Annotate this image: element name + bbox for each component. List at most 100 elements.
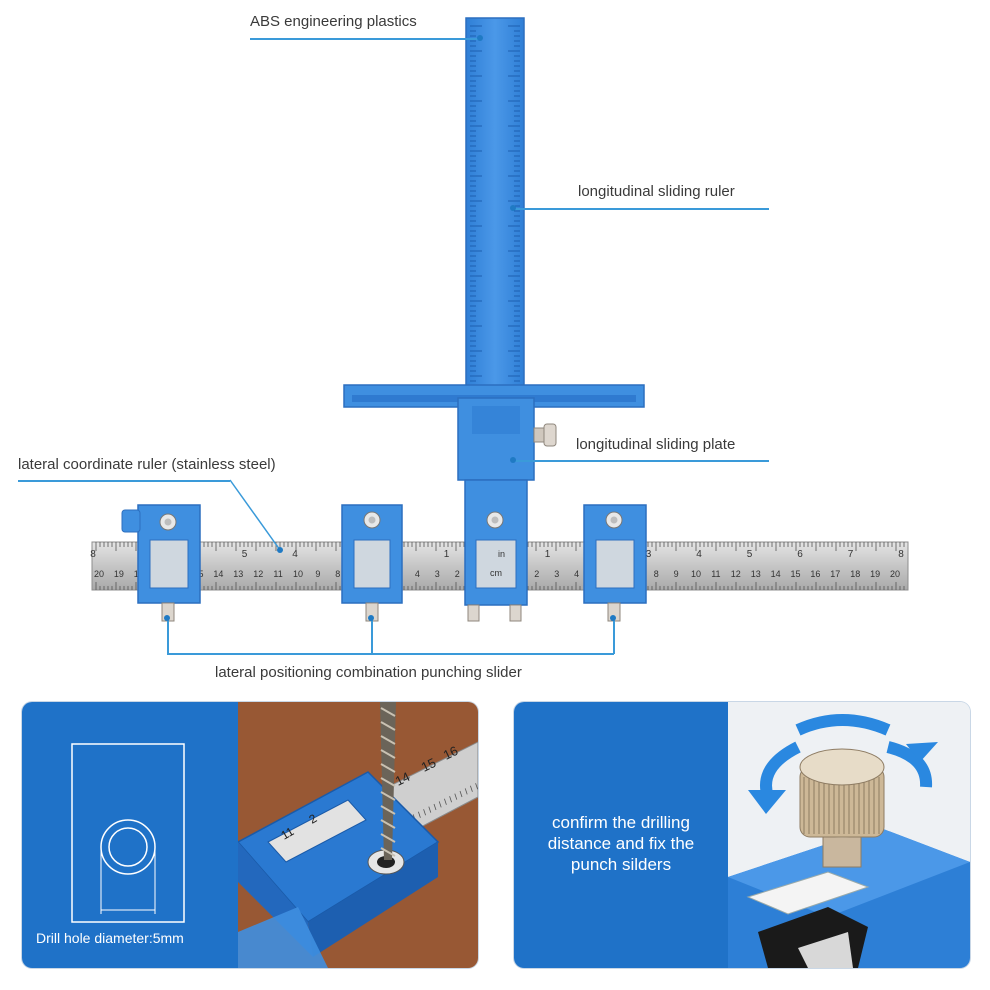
abs-callout-line	[250, 38, 480, 40]
lateral-cm-label-right: 19	[870, 569, 880, 579]
photo-tick	[470, 785, 473, 792]
lateral-cm-label-left: 4	[415, 569, 420, 579]
lateral-cm-label-right: 12	[731, 569, 741, 579]
photo-tick	[438, 801, 442, 808]
lateral-inch-label-left: 8	[90, 549, 96, 560]
photo-tick	[475, 783, 478, 790]
lateral-ruler-label: lateral coordinate ruler (stainless stee…	[18, 456, 276, 473]
photo-scale-16: 16	[441, 743, 461, 763]
thumb-screw-caption: confirm the drilling distance and fix th…	[514, 812, 728, 875]
rotate-right-arrow-icon	[886, 741, 933, 788]
photo-tick	[464, 788, 468, 795]
rotate-right-arrowhead-icon	[906, 742, 938, 762]
lateral-cm-label-left: 20	[94, 569, 104, 579]
lateral-cm-label-right: 15	[790, 569, 800, 579]
lateral-inch-label-right: 4	[696, 549, 702, 560]
drill-hole-panel-blue	[22, 702, 238, 968]
lateral-inch-label-right: 3	[646, 549, 652, 560]
rotate-left-arrowhead-icon	[748, 790, 786, 814]
drill-flute	[380, 791, 396, 801]
photo-tick	[444, 798, 447, 805]
caption-line-2: distance and fix the	[547, 834, 695, 853]
lateral-cm-label-right: 9	[674, 569, 679, 579]
longitudinal-ruler-callout-line	[513, 208, 769, 210]
drill-flute	[380, 819, 396, 829]
photo-scale-14: 14	[393, 769, 413, 789]
lateral-cm-label-right: 10	[691, 569, 701, 579]
lateral-cm-label-right: 13	[751, 569, 761, 579]
slider-dot-3	[610, 615, 616, 621]
tool-illustration: 2019181716151413121110987654321123456789…	[90, 17, 909, 622]
lateral-inch-label-right: 7	[848, 549, 854, 560]
lateral-inch-label-left: 4	[292, 549, 298, 560]
drill-flute	[380, 777, 396, 787]
drill-hole-caption: Drill hole diameter:5mm	[36, 930, 184, 946]
abs-callout-dot	[477, 35, 483, 41]
photo-tick	[418, 811, 421, 818]
lateral-cm-label-right: 16	[810, 569, 820, 579]
photo-tick	[433, 803, 437, 811]
photo-tick	[428, 806, 432, 813]
drill-photo: 16 15 14 13 2 11	[238, 702, 478, 968]
slider-bracket-left	[167, 618, 169, 654]
drill-flute	[380, 707, 396, 717]
drill-flute	[380, 749, 396, 759]
photo-tick	[459, 790, 463, 798]
lateral-ruler-callout-diagonal	[229, 479, 283, 553]
thumb-screw-photo	[728, 702, 970, 968]
lateral-cm-label-left: 8	[335, 569, 340, 579]
lateral-ruler-callout-line	[18, 480, 230, 482]
lateral-cm-label-left: 12	[253, 569, 263, 579]
caption-line-3: punch silders	[570, 855, 672, 874]
punching-slider-3	[583, 504, 647, 622]
lateral-inch-label-left: 1	[444, 549, 450, 560]
lateral-inch-label-right: 5	[747, 549, 753, 560]
caption-line-1: confirm the drilling	[552, 813, 690, 832]
lateral-cm-label-left: 14	[213, 569, 223, 579]
drill-flute	[380, 735, 396, 745]
lateral-cm-label-right: 2	[534, 569, 539, 579]
lateral-cm-label-left: 10	[293, 569, 303, 579]
lateral-cm-label-left: 11	[273, 569, 282, 579]
lateral-cm-label-right: 11	[711, 569, 720, 579]
longitudinal-ruler-label: longitudinal sliding ruler	[578, 183, 735, 200]
slider-bracket-bottom	[167, 653, 614, 655]
photo-tick	[423, 809, 426, 816]
slider-bracket-mid	[371, 618, 373, 654]
lateral-cm-label-right: 14	[771, 569, 781, 579]
lateral-cm-label-left: 19	[114, 569, 124, 579]
photo-scale-15: 15	[419, 755, 439, 775]
punching-slider-label: lateral positioning combination punching…	[215, 664, 522, 681]
thumb-screw-panel: confirm the drilling distance and fix th…	[514, 702, 970, 968]
lateral-cm-label-right: 4	[574, 569, 579, 579]
drill-flute	[380, 763, 396, 773]
photo-tick	[449, 796, 452, 803]
punching-slider-1	[121, 504, 201, 622]
center-slider	[464, 479, 528, 622]
drill-hole-panel: Drill hole diameter:5mm 16 15 14 13 2 11	[22, 702, 478, 968]
longitudinal-plate-callout-dot	[510, 457, 516, 463]
slider-bracket-right	[613, 618, 615, 654]
lateral-inch-label-right: 8	[898, 549, 904, 560]
unit-in-label: in	[498, 549, 505, 559]
lateral-inch-label-right: 1	[545, 549, 551, 560]
longitudinal-ruler-callout-dot	[510, 205, 516, 211]
lateral-cm-label-right: 17	[830, 569, 840, 579]
longitudinal-ruler-ticks	[470, 25, 520, 382]
slider-dot-2	[368, 615, 374, 621]
lateral-cm-label-left: 13	[233, 569, 243, 579]
lateral-cm-label-right: 18	[850, 569, 860, 579]
lateral-inch-label-right: 6	[797, 549, 803, 560]
longitudinal-plate-label: longitudinal sliding plate	[576, 436, 736, 453]
drill-hole-diagram	[71, 743, 185, 923]
punching-slider-2	[341, 504, 403, 622]
lateral-cm-label-left: 3	[435, 569, 440, 579]
lateral-cm-label-left: 9	[315, 569, 320, 579]
drill-flute	[380, 833, 396, 843]
lateral-cm-label-left: 2	[455, 569, 460, 579]
slider-dot-1	[164, 615, 170, 621]
drill-flute	[380, 847, 396, 857]
drill-flute	[380, 721, 396, 731]
lateral-inch-label-left: 5	[242, 549, 248, 560]
unit-cm-label: cm	[490, 568, 502, 578]
